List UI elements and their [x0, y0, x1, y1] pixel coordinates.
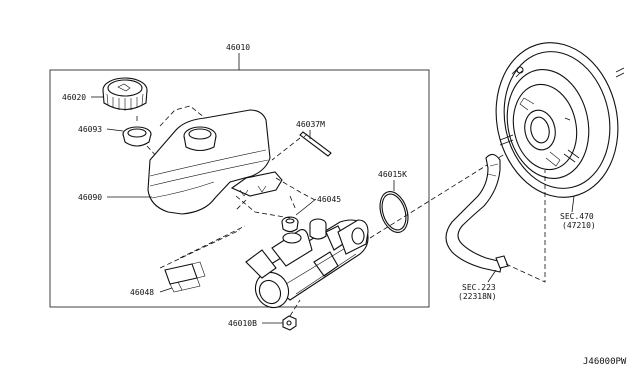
label-46015K: 46015K: [378, 170, 407, 179]
label-46045: 46045: [317, 195, 341, 204]
label-46020: 46020: [62, 93, 86, 102]
label-46093: 46093: [78, 125, 102, 134]
label-46048: 46048: [130, 288, 154, 297]
label-46037M: 46037M: [296, 120, 325, 129]
master-cylinder: [245, 218, 369, 309]
label-47210: (47210): [562, 221, 596, 230]
label-46010: 46010: [226, 43, 250, 52]
label-sec470: SEC.470: [560, 212, 594, 221]
retaining-pin: [299, 131, 332, 157]
diagram-reference: J46000PW: [583, 357, 627, 367]
grommet: [281, 216, 299, 233]
reservoir-cap: [102, 77, 148, 111]
mounting-nut: [282, 315, 297, 331]
brake-booster: [495, 42, 625, 198]
vacuum-hose: [445, 153, 509, 273]
label-22318N: (22318N): [458, 292, 497, 301]
label-sec223: SEC.223: [462, 283, 496, 292]
brake-reservoir: [147, 109, 283, 215]
label-46090: 46090: [78, 193, 102, 202]
label-46010B: 46010B: [228, 319, 257, 328]
reservoir-seal: [122, 126, 152, 147]
assembly-frame: [49, 69, 430, 308]
o-ring: [379, 191, 409, 233]
strainer: [164, 261, 206, 293]
